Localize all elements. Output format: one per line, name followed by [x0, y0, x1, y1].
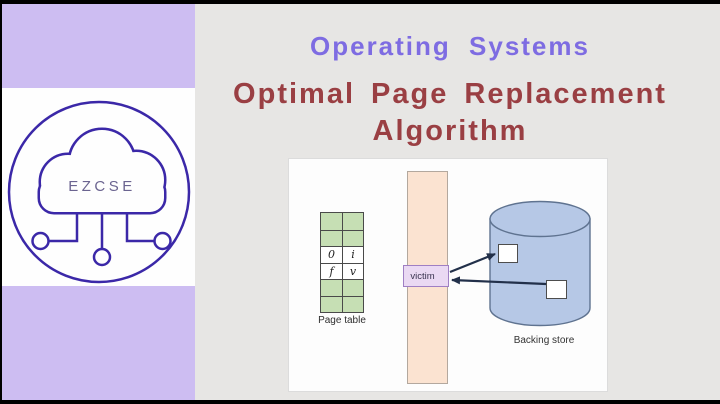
swap-out-arrow: [449, 252, 496, 274]
swap-in-arrow: [451, 276, 547, 286]
backing-store-slot-1: [498, 244, 518, 263]
page-table-cell: [342, 295, 363, 312]
page-table-cell: f: [321, 262, 342, 279]
page-table-cell: 0: [321, 246, 342, 263]
logo-outer-circle: [7, 100, 191, 284]
page-table-cell: [342, 279, 363, 296]
logo-wordmark: EZCSE: [68, 178, 136, 195]
page-table-cell: v: [342, 262, 363, 279]
page-table-label: Page table: [318, 315, 366, 326]
course-title: Operating Systems: [310, 31, 590, 61]
topic-title-line1: Optimal Page Replacement: [233, 78, 667, 110]
network-nodes-icon: [31, 231, 172, 267]
backing-store-label: Backing store: [513, 335, 575, 346]
cloud-fill: [40, 130, 164, 212]
page-table-cell: [342, 213, 363, 230]
topic-title-line2: Algorithm: [372, 115, 528, 147]
page-table-cell: [321, 279, 342, 296]
victim-frame: victim: [403, 265, 449, 287]
network-links-icon: [49, 212, 155, 249]
backing-store-slot-2: [546, 280, 567, 299]
page-table-cell: [321, 229, 342, 246]
topic-title: Optimal Page Replacement Algorithm: [190, 76, 710, 150]
page-table-cell: [321, 295, 342, 312]
page-table-cell: i: [342, 246, 363, 263]
ezcse-logo: EZCSE: [2, 88, 195, 286]
page-table-cell: [321, 213, 342, 230]
cloud-network-logo-icon: EZCSE: [7, 100, 191, 284]
page-table-cell: [342, 229, 363, 246]
swap-arrows: [449, 252, 547, 286]
